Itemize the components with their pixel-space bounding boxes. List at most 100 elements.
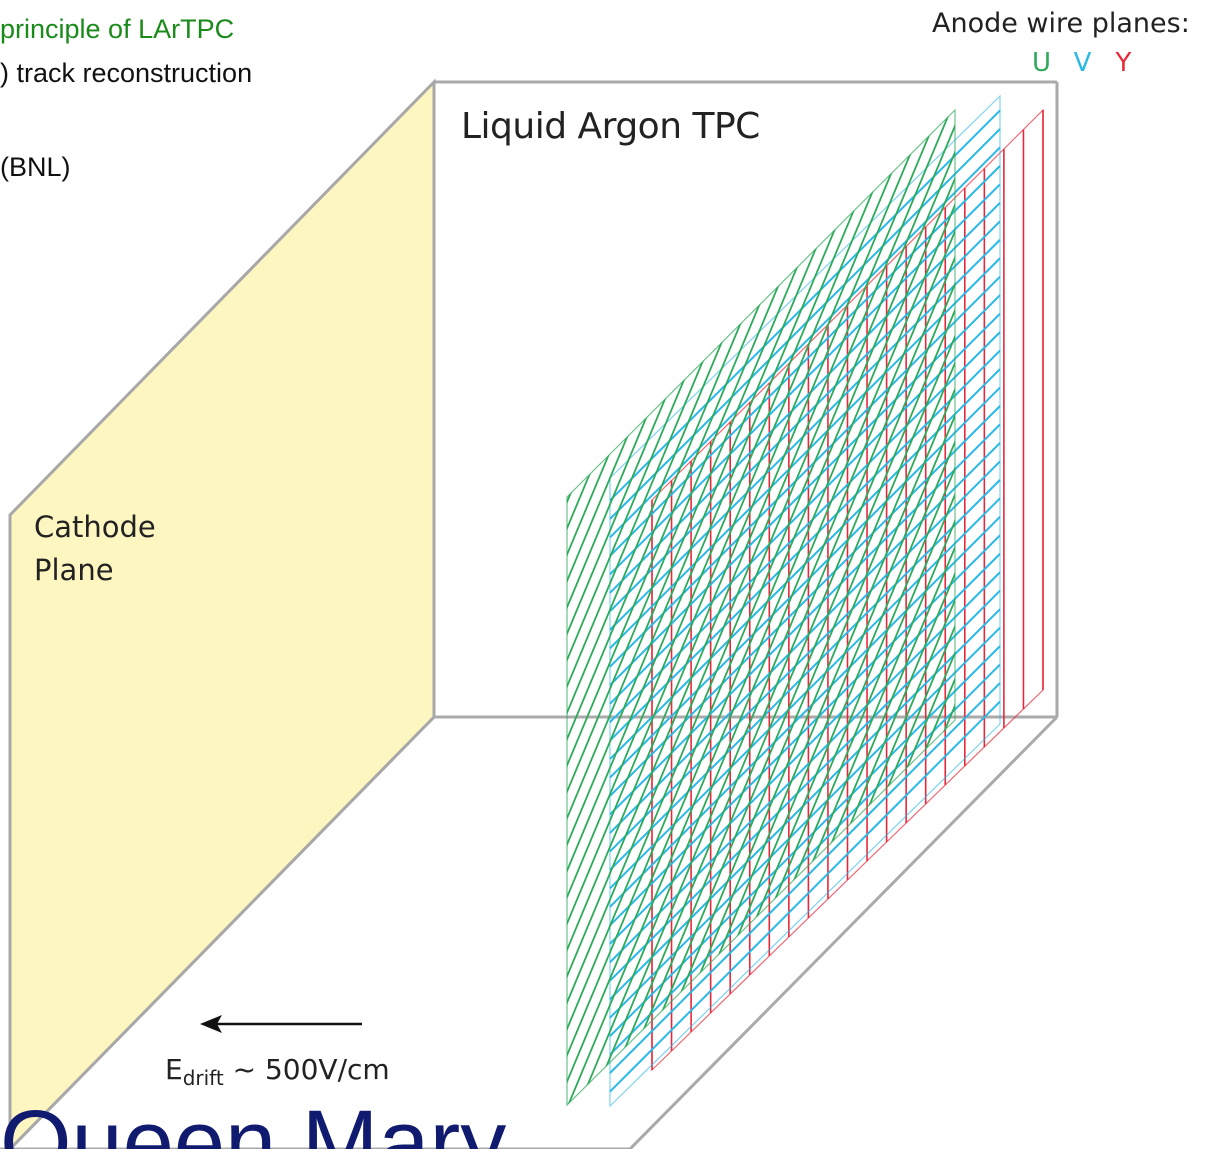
- u-wire: [1200, 90, 1226, 1120]
- u-wire: [682, 110, 955, 1105]
- u-wire: [567, 110, 949, 1105]
- u-wire: [991, 90, 1226, 1120]
- u-wire: [1156, 90, 1226, 1120]
- u-wire: [567, 110, 872, 1105]
- u-wire: [1112, 90, 1226, 1120]
- edrift-subscript: drift: [182, 1066, 224, 1090]
- slide-heading-line1: principle of LArTPC: [0, 14, 235, 44]
- u-wire: [567, 110, 955, 1105]
- u-wire: [567, 110, 850, 1105]
- u-wire: [567, 110, 955, 1105]
- v-wire: [609, 700, 1001, 1093]
- drift-arrow-head: [200, 1015, 222, 1033]
- u-wire: [737, 110, 955, 1105]
- u-wire: [781, 110, 955, 1105]
- u-wire: [1090, 90, 1226, 1120]
- u-wire: [649, 110, 955, 1105]
- v-wire: [609, 663, 1001, 1056]
- u-wire: [880, 110, 955, 1105]
- u-wire: [1167, 90, 1226, 1120]
- u-wire: [1211, 90, 1226, 1120]
- edrift-symbol: E: [165, 1053, 183, 1086]
- u-wire: [567, 110, 806, 1105]
- edrift-value: ~ 500V/cm: [223, 1053, 390, 1086]
- u-wire: [935, 110, 955, 1105]
- u-wire: [567, 110, 955, 1105]
- v-wire: [609, 257, 1001, 649]
- u-wire: [567, 110, 905, 1105]
- u-wire: [759, 110, 955, 1105]
- v-wire: [609, 516, 1001, 908]
- u-wire: [1134, 90, 1226, 1120]
- v-wire: [609, 202, 1001, 594]
- legend-letter-u: U: [1031, 48, 1052, 78]
- v-wire: [609, 405, 1001, 797]
- u-wire: [605, 110, 955, 1105]
- cathode-label-line1: Cathode: [34, 510, 156, 544]
- v-wire: [609, 349, 1001, 742]
- u-wire: [567, 110, 938, 1105]
- u-wire: [572, 110, 955, 1105]
- u-wire: [715, 110, 955, 1105]
- u-wire: [1068, 90, 1226, 1120]
- cathode-plane: [8, 78, 436, 1149]
- slide-heading-line2: ) track reconstruction: [0, 58, 253, 88]
- u-wire: [924, 110, 955, 1105]
- u-wire: [869, 110, 955, 1105]
- u-wire: [1002, 90, 1226, 1120]
- u-wire: [567, 110, 817, 1105]
- v-wire: [609, 146, 1001, 539]
- v-wire: [609, 682, 1001, 1074]
- v-wire: [609, 571, 1001, 963]
- u-wire: [1013, 90, 1226, 1120]
- u-wire: [567, 110, 828, 1105]
- legend-letter-y: Y: [1115, 48, 1132, 78]
- u-wire: [567, 110, 955, 1105]
- u-wire: [616, 110, 955, 1105]
- u-wire: [946, 110, 955, 1105]
- cathode-label-line2: Plane: [34, 553, 114, 587]
- v-wire: [609, 589, 1001, 982]
- v-wire: [609, 460, 1001, 853]
- v-wire: [609, 220, 1001, 613]
- v-wire: [609, 534, 1001, 927]
- u-wire: [958, 90, 1226, 1120]
- anode-legend-title: Anode wire planes:: [932, 8, 1190, 39]
- u-wire: [567, 110, 916, 1105]
- u-wire: [567, 110, 927, 1105]
- u-wire: [1222, 90, 1226, 1120]
- u-wire: [1057, 90, 1226, 1120]
- u-wire: [726, 110, 955, 1105]
- u-wire: [980, 90, 1226, 1120]
- legend-letter-v: V: [1073, 48, 1092, 78]
- u-wire: [583, 110, 955, 1105]
- u-wire: [1035, 90, 1226, 1120]
- u-wire: [660, 110, 955, 1105]
- drift-field-label: Edrift ~ 500V/cm: [165, 1053, 390, 1090]
- box-bottom-right-edge: [628, 715, 1059, 1149]
- u-wire: [1189, 90, 1226, 1120]
- v-wire: [609, 331, 1001, 723]
- u-wire: [1145, 90, 1226, 1120]
- u-wire: [1178, 90, 1226, 1120]
- u-wire: [1046, 90, 1226, 1120]
- u-wire: [638, 110, 955, 1105]
- u-wire: [567, 110, 883, 1105]
- u-wire: [627, 110, 955, 1105]
- u-wire: [1024, 90, 1226, 1120]
- v-wire: [609, 645, 1001, 1037]
- u-wire: [902, 110, 955, 1105]
- u-wire: [1101, 90, 1226, 1120]
- v-wire: [609, 442, 1001, 834]
- v-wire: [609, 386, 1001, 779]
- u-wire: [567, 110, 894, 1105]
- u-wire: [594, 110, 955, 1105]
- queen-mary-watermark: Queen Mary: [0, 1092, 507, 1149]
- u-wire: [969, 90, 1226, 1120]
- u-wire: [1123, 90, 1226, 1120]
- v-wire: [609, 275, 1001, 668]
- u-wire: [1079, 90, 1226, 1120]
- cathode-label: Cathode Plane: [34, 506, 156, 592]
